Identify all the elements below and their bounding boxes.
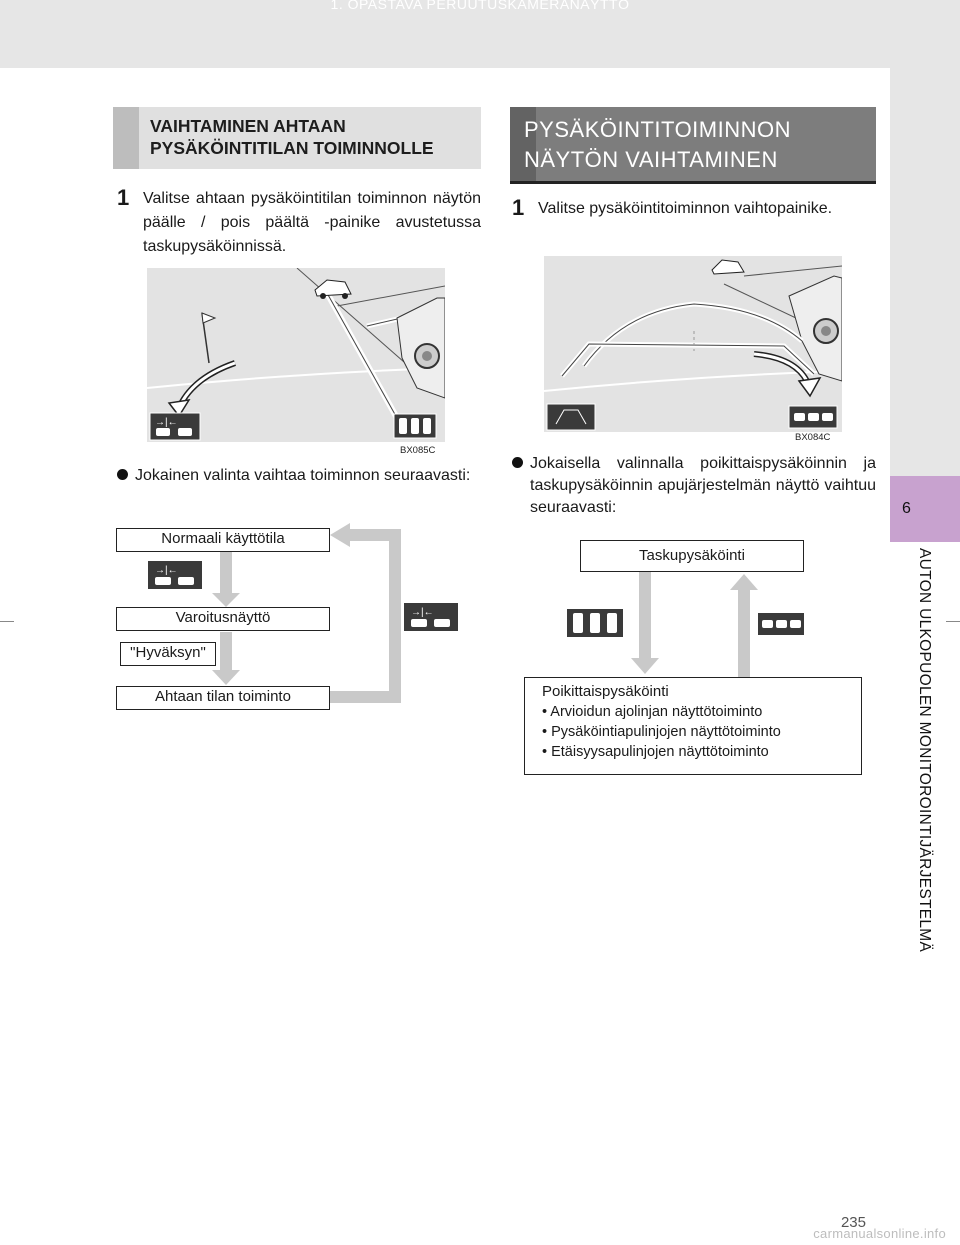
- section-title-switch-view: PYSÄKÖINTITOIMINNON NÄYTÖN VAIHTAMINEN: [510, 107, 876, 184]
- title-marker: [510, 107, 536, 181]
- flow-box-accept: "Hyväksyn": [120, 642, 216, 666]
- step-text: Valitse ahtaan pysäköintitilan toiminnon…: [143, 190, 481, 255]
- image-code: BX084C: [795, 432, 831, 443]
- flow-box-narrow: Ahtaan tilan toiminto: [116, 686, 330, 710]
- flow-box-normal: Normaali käyttötila: [116, 528, 330, 552]
- perpendicular-parking-icon: [758, 613, 804, 635]
- flow-box-warning: Varoitusnäyttö: [116, 607, 330, 631]
- narrow-parking-icon[interactable]: →|←: [149, 412, 201, 441]
- list-item: • Etäisyysapulinjojen näyttötoiminto: [542, 744, 769, 760]
- view-mode-icon[interactable]: [546, 403, 596, 431]
- page-number: 235: [840, 1214, 866, 1231]
- svg-text:→|←: →|←: [155, 417, 178, 428]
- bullet-text: Jokaisella valinnalla poikittaispysäköin…: [530, 455, 876, 516]
- section-title-narrow-space: VAIHTAMINEN AHTAAN PYSÄKÖINTITILAN TOIMI…: [113, 107, 481, 169]
- crop-mark: [946, 621, 960, 622]
- pocket-parking-icon[interactable]: [393, 413, 437, 439]
- camera-screen-narrow: →|←: [147, 268, 445, 442]
- section-title-text: VAIHTAMINEN AHTAAN PYSÄKÖINTITILAN TOIMI…: [150, 116, 434, 158]
- page-header: 1. OPASTAVA PERUUTUSKAMERANÄYTTÖ: [330, 0, 630, 12]
- svg-text:→|←: →|←: [411, 607, 434, 618]
- narrow-parking-icon: →|←: [404, 603, 458, 631]
- section-title-text: PYSÄKÖINTITOIMINNON NÄYTÖN VAIHTAMINEN: [524, 117, 792, 172]
- flag-icon: [201, 312, 217, 364]
- flow-arrows-right: [631, 572, 758, 678]
- flow-box-perpendicular: Poikittaispysäköinti • Arvioidun ajolinj…: [524, 677, 862, 775]
- list-item: • Pysäköintiapulinjojen näyttötoiminto: [542, 724, 781, 740]
- bullet-dot: [512, 457, 523, 468]
- step-1-left: 1 Valitse ahtaan pysäköintitilan toiminn…: [117, 185, 481, 267]
- perpendicular-parking-icon[interactable]: [788, 405, 838, 429]
- step-number: 1: [117, 185, 130, 210]
- bullet-right: Jokaisella valinnalla poikittaispysäköin…: [512, 453, 876, 525]
- title-marker: [113, 107, 139, 169]
- chapter-tab[interactable]: 6: [890, 476, 960, 542]
- step-number: 1: [512, 195, 525, 220]
- watermark: carmanualsonline.info: [813, 1226, 946, 1241]
- step-text: Valitse pysäköintitoiminnon vaihtopainik…: [538, 200, 833, 217]
- list-item: • Arvioidun ajolinjan näyttötoiminto: [542, 704, 763, 720]
- car-icon: [314, 279, 352, 299]
- image-code: BX085C: [400, 445, 436, 456]
- chapter-title: AUTON ULKOPUOLEN MONITOROINTIJÄRJESTELMÄ: [916, 548, 933, 953]
- own-car-icon: [396, 297, 445, 399]
- flow-box-title: Poikittaispysäköinti: [542, 683, 669, 700]
- flow-arrows-left: [212, 523, 401, 703]
- crop-mark: [0, 621, 14, 622]
- bullet-left: Jokainen valinta vaihtaa toiminnon seura…: [117, 465, 481, 515]
- step-1-right: 1 Valitse pysäköintitoiminnon vaihtopain…: [512, 195, 876, 253]
- svg-text:→|←: →|←: [155, 565, 178, 576]
- flow-box-pocket: Taskupysäköinti: [580, 540, 804, 572]
- header-band: [0, 0, 960, 68]
- pocket-parking-icon: [567, 609, 623, 637]
- camera-screen-parking: [544, 256, 842, 432]
- side-band: [890, 68, 960, 476]
- car-icon: [711, 259, 745, 275]
- bullet-text: Jokainen valinta vaihtaa toiminnon seura…: [135, 467, 471, 484]
- bullet-dot: [117, 469, 128, 480]
- chapter-number: 6: [902, 500, 911, 517]
- own-car-icon: [788, 275, 842, 382]
- narrow-parking-icon: →|←: [148, 561, 202, 589]
